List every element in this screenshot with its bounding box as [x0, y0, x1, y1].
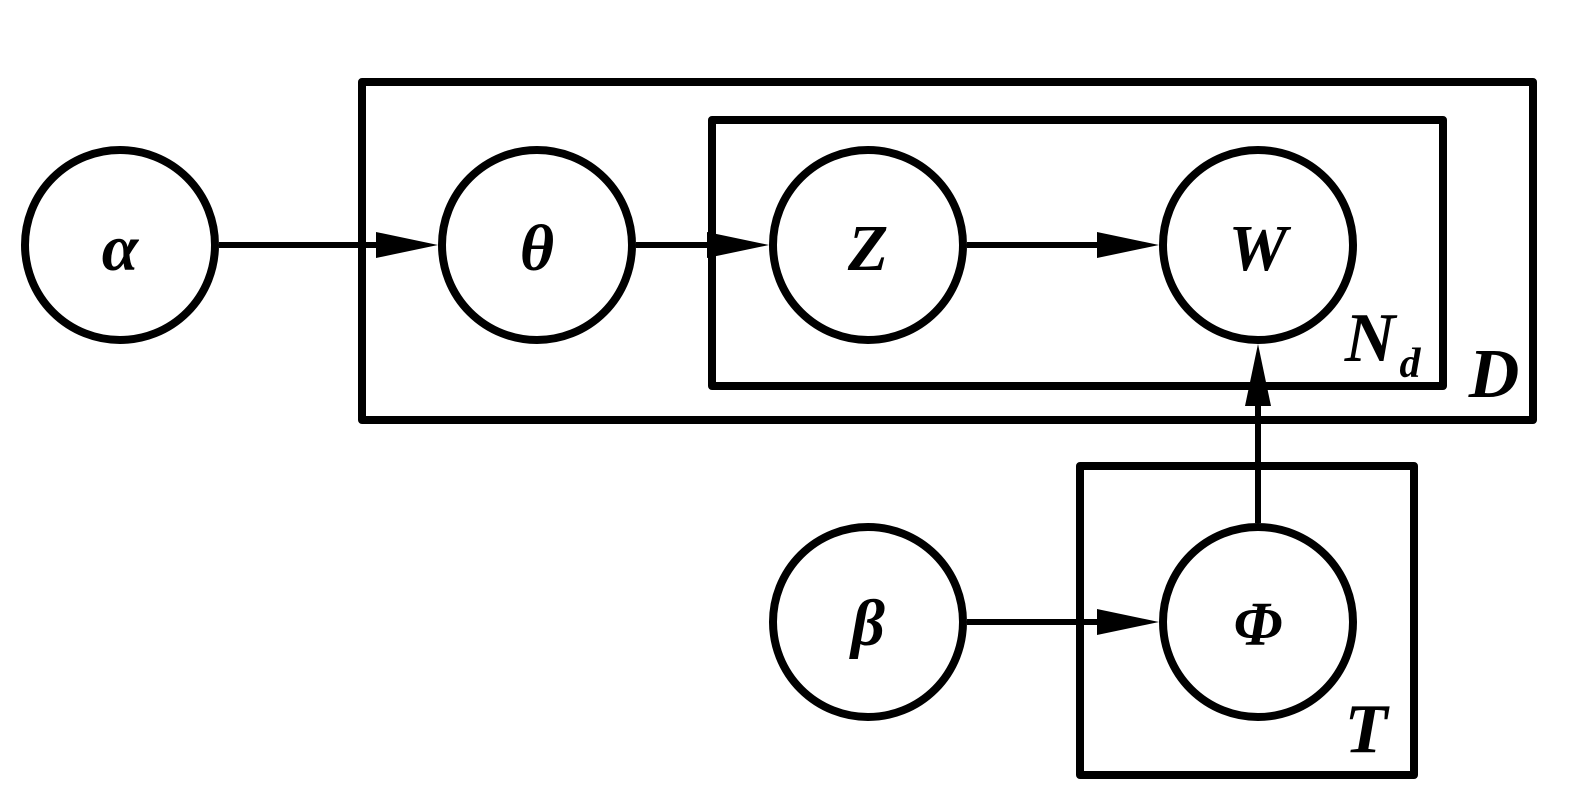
plate-label-Nd-subscript: d	[1400, 341, 1422, 387]
arrowhead-alpha-to-theta	[376, 232, 438, 258]
plate-label-D: D	[1468, 336, 1520, 413]
arrowhead-z-to-w	[1097, 232, 1159, 258]
plate-label-T: T	[1345, 691, 1391, 768]
plate-label-Nd: N	[1344, 300, 1398, 377]
node-label-beta: β	[848, 587, 885, 660]
node-label-alpha: α	[102, 212, 140, 285]
node-w: W	[1159, 146, 1357, 344]
node-phi: Φ	[1159, 523, 1357, 721]
node-label-phi: Φ	[1234, 591, 1283, 659]
arrowhead-beta-to-phi	[1097, 609, 1159, 635]
node-label-theta: θ	[520, 212, 554, 285]
node-label-z: Z	[847, 212, 888, 285]
node-z: Z	[769, 146, 967, 344]
node-label-w: W	[1229, 212, 1292, 285]
node-beta: β	[769, 523, 967, 721]
node-theta: θ	[438, 146, 636, 344]
arrowhead-phi-to-w	[1245, 344, 1271, 406]
node-alpha: α	[21, 146, 219, 344]
plate-label-Nd-main: N	[1344, 300, 1398, 377]
plate-D	[358, 78, 1537, 424]
arrowhead-theta-to-z	[707, 232, 769, 258]
